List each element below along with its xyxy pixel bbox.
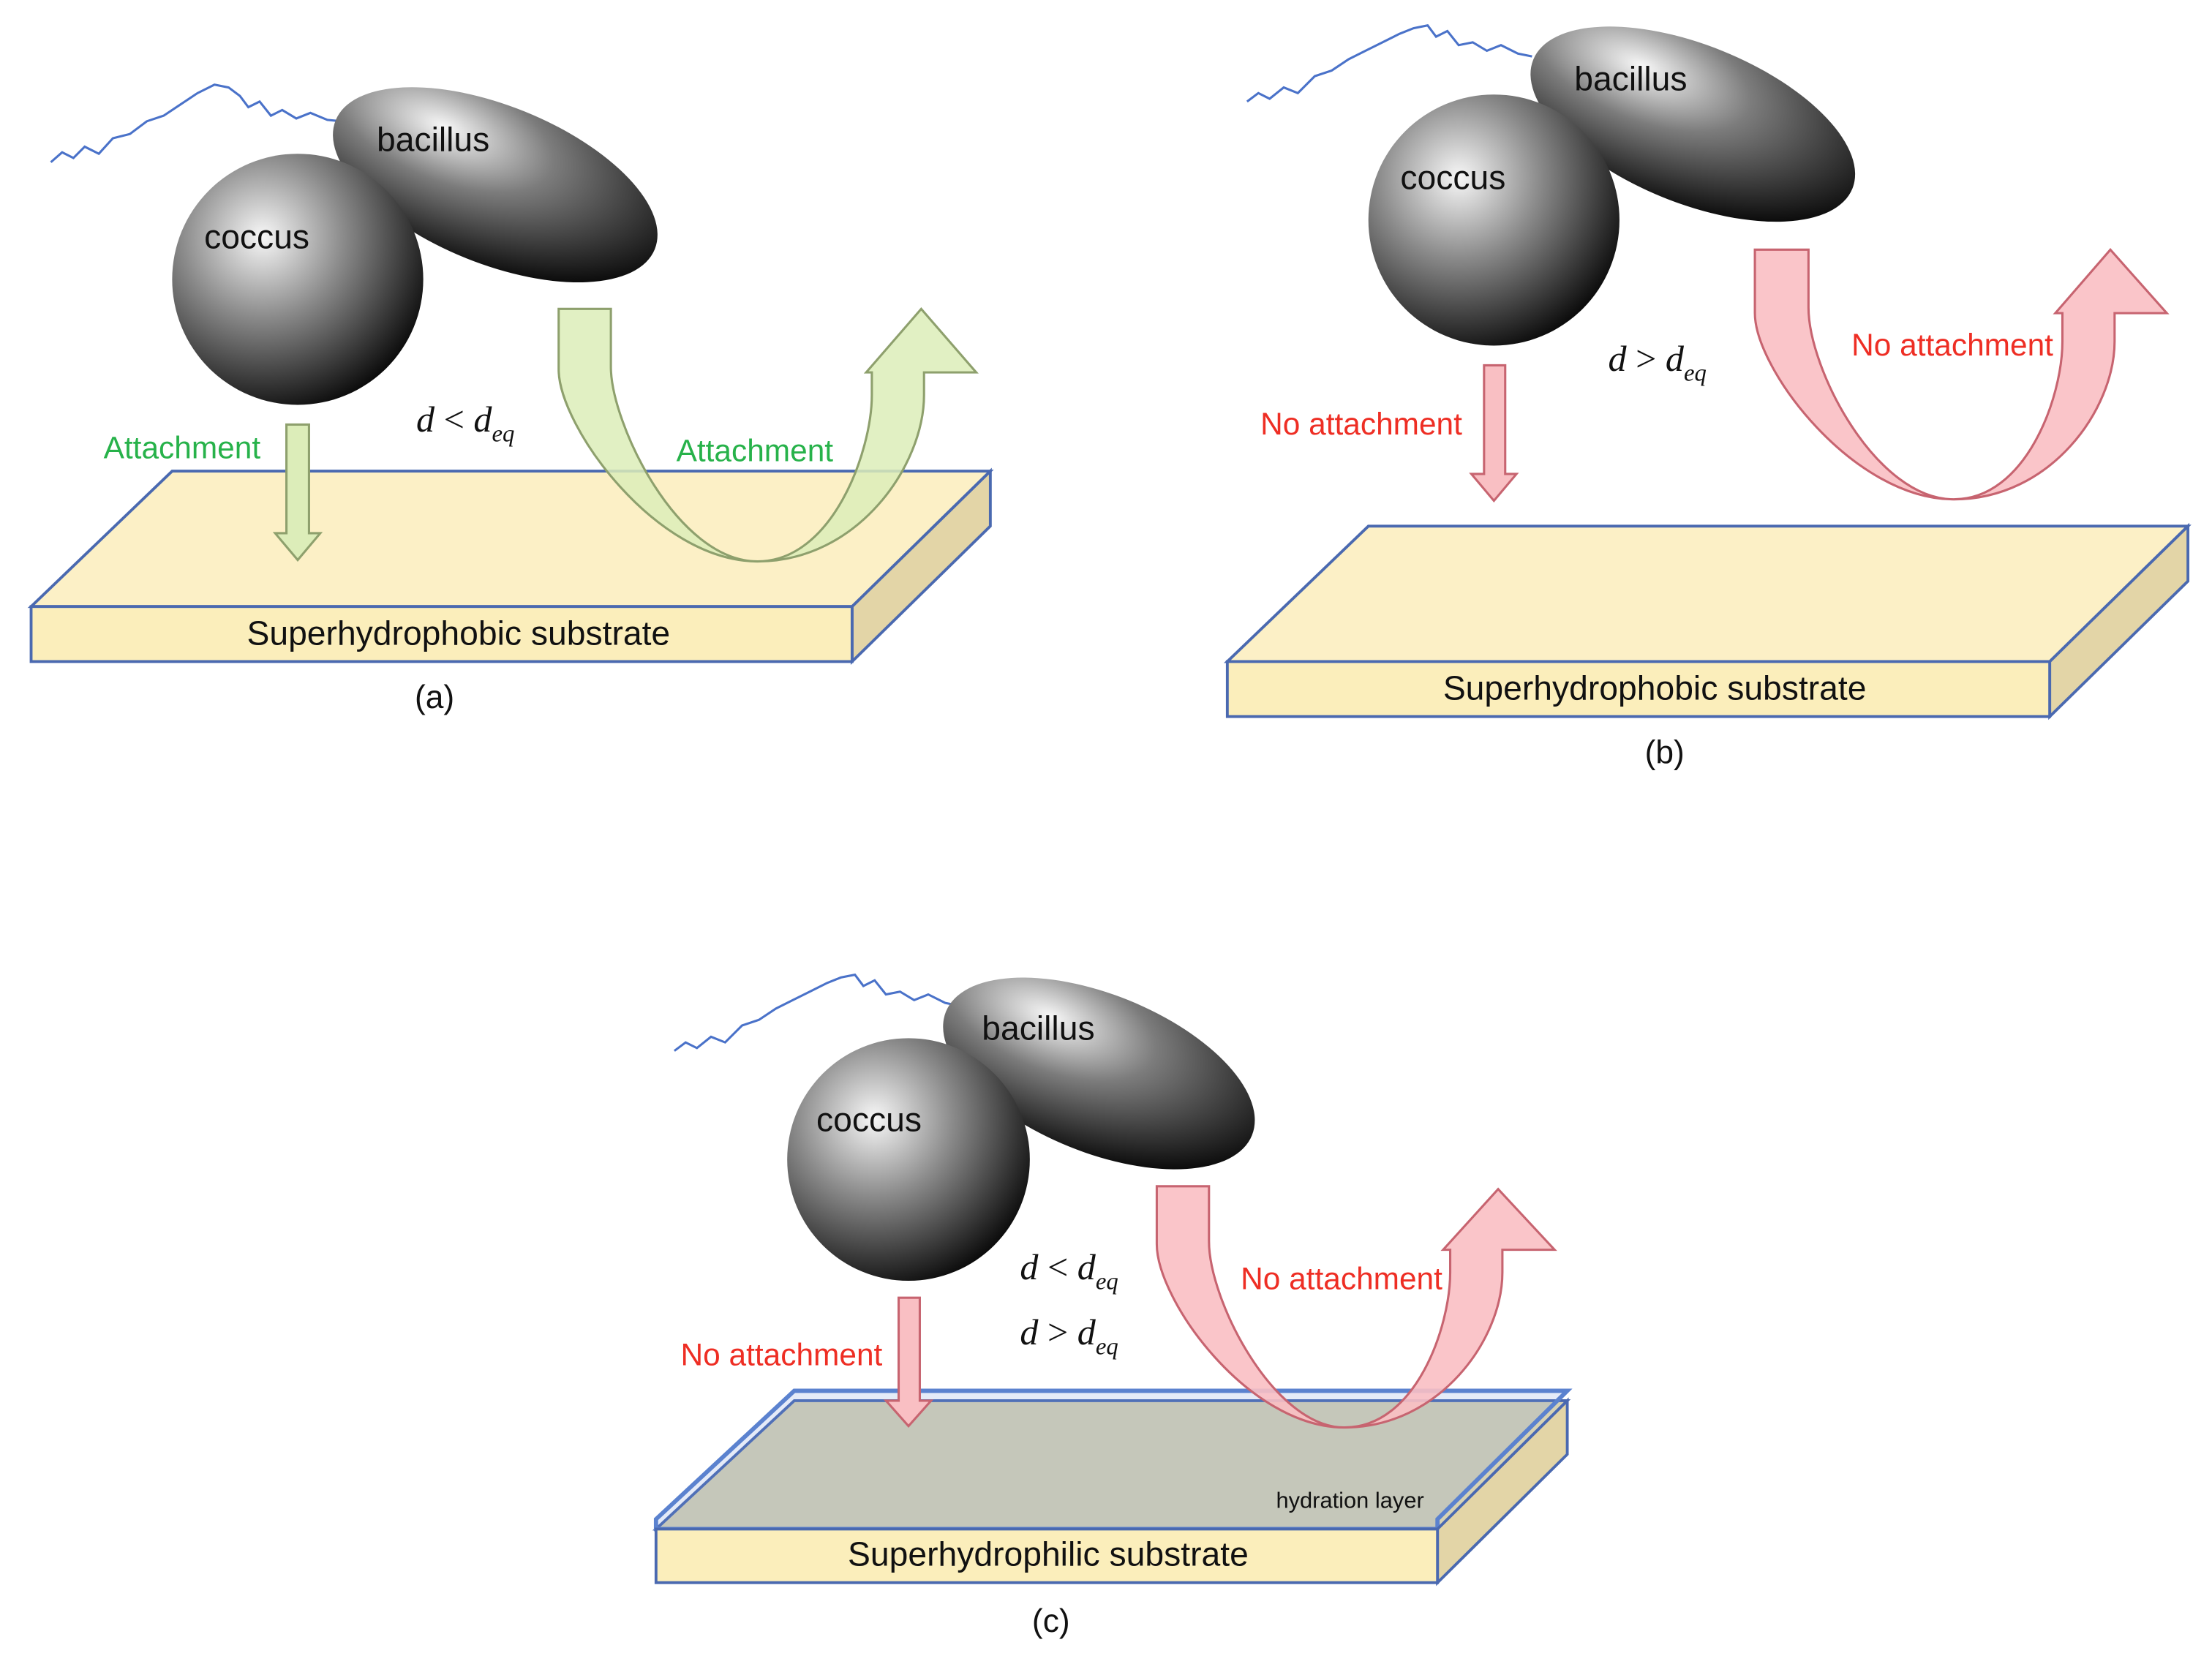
condition-a: d < deq xyxy=(416,399,514,447)
substrate-b: Superhydrophobic substrate xyxy=(1224,522,2192,720)
substrate-front-c xyxy=(654,1527,1440,1584)
substrate-label-c: Superhydrophilic substrate xyxy=(848,1535,1249,1573)
panel-c: Superhydrophilic substrate hydration lay… xyxy=(652,973,1573,1639)
coccus-cell-b xyxy=(1368,94,1620,346)
substrate-a: Superhydrophobic substrate xyxy=(27,467,994,666)
condition-c-greater: d > deq xyxy=(1020,1311,1118,1360)
hydration-layer-label: hydration layer xyxy=(1276,1488,1423,1513)
panel-b: Superhydrophobic substrate bacillus cocc… xyxy=(1224,24,2192,770)
curved-arrow-b xyxy=(1753,247,2170,501)
down-arrow-label-a: Attachment xyxy=(104,431,261,465)
coccus-cell-c xyxy=(787,1038,1030,1281)
condition-c-less: d < deq xyxy=(1020,1246,1118,1295)
down-arrow-b xyxy=(1469,364,1519,503)
down-arrow-c xyxy=(883,1296,934,1428)
bacillus-label-a: bacillus xyxy=(377,120,489,158)
coccus-label-c: coccus xyxy=(816,1101,922,1139)
hydration-layer xyxy=(653,1388,1573,1532)
substrate-top-b xyxy=(1224,524,2192,663)
curved-arrow-label-a: Attachment xyxy=(677,434,834,468)
substrate-label-b: Superhydrophobic substrate xyxy=(1443,669,1867,707)
panel-a: Superhydrophobic substrate bacillus cocc… xyxy=(27,83,994,715)
down-arrow-a xyxy=(272,423,323,562)
flagellum-a xyxy=(50,83,342,163)
curved-arrow-label-c: No attachment xyxy=(1241,1262,1442,1296)
bacillus-label-b: bacillus xyxy=(1574,59,1687,97)
caption-c: (c) xyxy=(1032,1603,1070,1639)
coccus-label-b: coccus xyxy=(1400,158,1505,196)
caption-a: (a) xyxy=(415,680,454,715)
condition-b: d > deq xyxy=(1609,338,1707,386)
substrate-front-b xyxy=(1225,660,2052,718)
substrate-front-a xyxy=(29,605,854,663)
substrate-label-a: Superhydrophobic substrate xyxy=(247,614,670,652)
bacillus-cell-a xyxy=(333,87,658,283)
coccus-cell-a xyxy=(172,154,424,405)
curved-arrow-c xyxy=(1155,1185,1557,1429)
flagellum-b xyxy=(1246,24,1532,103)
down-arrow-label-b: No attachment xyxy=(1260,407,1462,441)
bacillus-label-c: bacillus xyxy=(982,1009,1094,1047)
coccus-label-a: coccus xyxy=(204,217,309,255)
caption-b: (b) xyxy=(1645,734,1685,770)
down-arrow-label-c: No attachment xyxy=(681,1338,883,1372)
curved-arrow-label-b: No attachment xyxy=(1851,328,2053,362)
substrate-c: Superhydrophilic substrate hydration lay… xyxy=(652,1388,1573,1587)
curved-arrow-a xyxy=(557,306,979,563)
bacillus-cell-b xyxy=(1530,26,1856,222)
flagellum-c xyxy=(673,973,960,1052)
